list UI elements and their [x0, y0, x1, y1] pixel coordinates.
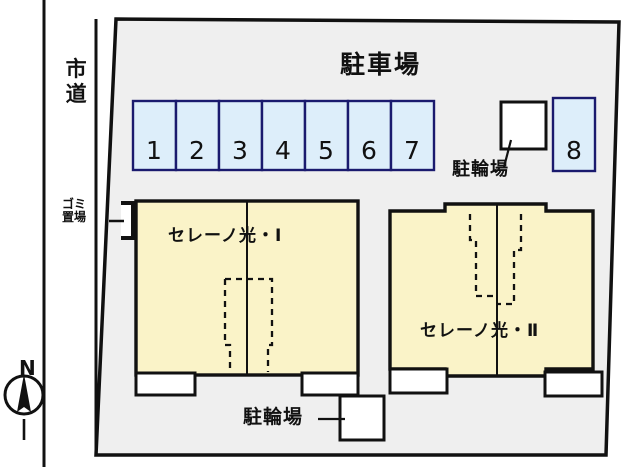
parking-slot-label-7: 7 — [404, 136, 420, 165]
parking-slot-label-2: 2 — [189, 136, 205, 165]
parking-row-group — [131, 99, 436, 172]
building-1-balcony-left[interactable] — [134, 371, 197, 397]
parking-slot-label-4: 4 — [275, 136, 291, 165]
bicycle-parking-label-top: 駐輪場 — [452, 159, 509, 179]
parking-slot-label-1: 1 — [146, 136, 162, 165]
building-2-group — [388, 202, 604, 398]
building-1-stairs-dashed — [223, 277, 274, 372]
parking-slot-8[interactable] — [551, 96, 597, 173]
compass-needle — [17, 374, 31, 412]
building-2-stairs-dashed — [468, 214, 523, 306]
city-road-label: 市道 — [65, 58, 88, 106]
north-label: N — [19, 356, 37, 380]
building-2-balcony-right[interactable] — [543, 370, 604, 398]
building-2-footprint[interactable] — [388, 202, 595, 378]
parking-slot-4[interactable] — [260, 99, 307, 172]
building-2-label: セレーノ光・Ⅱ — [420, 321, 540, 340]
garbage-area-bracket[interactable] — [121, 201, 135, 240]
parking-slot-1[interactable] — [131, 99, 178, 172]
parking-slot-7[interactable] — [389, 99, 436, 172]
parking-slot-3[interactable] — [217, 99, 264, 172]
building-1-label: セレーノ光・Ⅰ — [168, 226, 283, 245]
bicycle-parking-box-top[interactable] — [499, 100, 548, 151]
parking-slot-label-6: 6 — [361, 136, 377, 165]
bicycle-parking-box-bottom[interactable] — [338, 394, 386, 442]
bicycle-parking-label-bottom: 駐輪場 — [243, 407, 304, 428]
parking-slot-label-3: 3 — [232, 136, 248, 165]
building-2-balcony-left[interactable] — [388, 367, 449, 395]
parking-slot-6[interactable] — [346, 99, 393, 172]
parking-slot-label-5: 5 — [318, 136, 334, 165]
building-1-balcony-right[interactable] — [300, 371, 360, 397]
bicycle-parking-leader-top — [502, 139, 513, 168]
building-1-group — [134, 199, 360, 397]
compass-north-icon — [3, 374, 45, 440]
parking-slot-5[interactable] — [303, 99, 350, 172]
garbage-area-label: ゴミ置場 — [62, 197, 87, 224]
parking-lot-title: 駐車場 — [340, 51, 422, 79]
parking-slot-label-8: 8 — [566, 136, 582, 165]
